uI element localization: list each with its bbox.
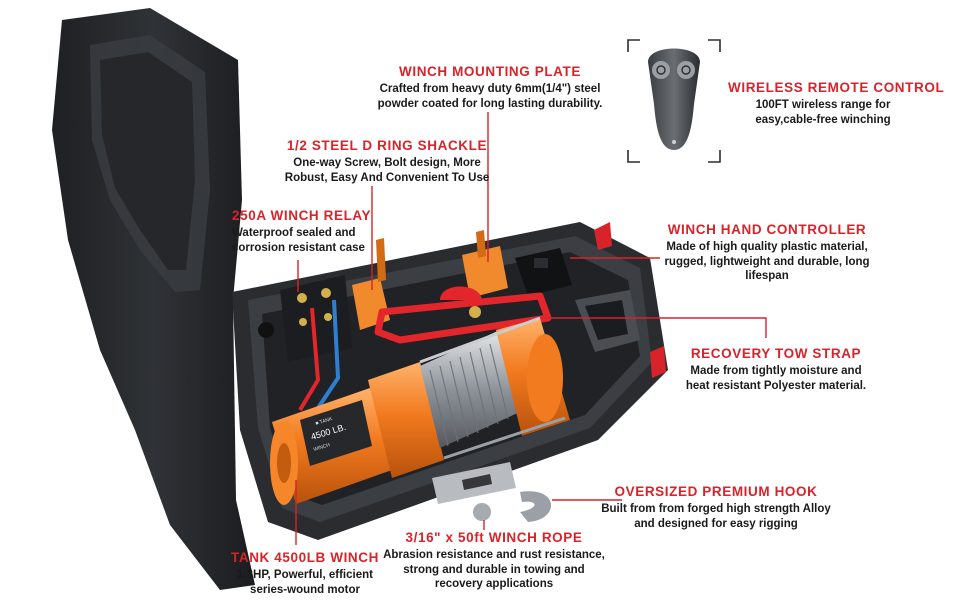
hand-controller-desc-3: lifespan	[745, 270, 789, 282]
rope-desc-3: recovery applications	[434, 578, 554, 590]
d-ring-shackle	[440, 286, 482, 318]
winch-word: WINCH	[313, 442, 331, 453]
leader-lines	[295, 112, 767, 545]
winch-brand-mark: ■ TANK	[315, 416, 334, 427]
remote-desc-1: 100FT wireless range for	[755, 99, 891, 111]
callout-hook: OVERSIZED PREMIUM HOOK Built from from f…	[596, 484, 836, 531]
shackle-desc-2: Robust, Easy And Convenient To Use	[284, 171, 490, 184]
hook-desc-2: and designed for easy rigging	[634, 517, 798, 530]
winch-relay	[258, 275, 352, 362]
hook-title: OVERSIZED PREMIUM HOOK	[614, 484, 818, 499]
rope-title: 3/16" x 50ft WINCH ROPE	[405, 530, 583, 545]
callout-winch: TANK 4500LB WINCH 1.3HP, Powerful, effic…	[226, 550, 384, 597]
remote-title: WIRELESS REMOTE CONTROL	[728, 80, 945, 95]
shackle-desc-1: One-way Screw, Bolt design, More	[293, 157, 481, 169]
callout-rope: 3/16" x 50ft WINCH ROPE Abrasion resista…	[378, 530, 610, 592]
relay-desc-1: Waterproof sealed and	[232, 227, 356, 239]
rope-desc-2: strong and durable in towing and	[403, 563, 585, 576]
shackle-title: 1/2 STEEL D RING SHACKLE	[286, 138, 488, 153]
hand-controller-title: WINCH HAND CONTROLLER	[667, 222, 867, 237]
callout-shackle: 1/2 STEEL D RING SHACKLE One-way Screw, …	[272, 138, 502, 185]
tow-strap-desc-2: heat resistant Polyester material.	[685, 379, 867, 392]
tow-strap	[374, 292, 552, 344]
callout-remote: WIRELESS REMOTE CONTROL 100FT wireless r…	[728, 80, 945, 127]
remote-desc-2: easy,cable-free winching	[755, 113, 891, 126]
remote-out-icon	[681, 65, 691, 75]
hand-controller-desc-2: rugged, lightweight and durable, long	[664, 255, 870, 268]
mounting-plate-desc-2: powder coated for long lasting durabilit…	[377, 97, 603, 110]
callout-relay: 250A WINCH RELAY Waterproof sealed and c…	[232, 208, 402, 255]
mounting-plate-desc-1: Crafted from heavy duty 6mm(1/4") steel	[379, 83, 601, 95]
winch-desc-2: series-wound motor	[250, 583, 360, 596]
tow-strap-desc-1: Made from tightly moisture and	[690, 365, 862, 377]
remote-control-graphic	[627, 39, 721, 163]
relay-desc-2: corrosion resistant case	[232, 241, 365, 254]
callout-mounting-plate: WINCH MOUNTING PLATE Crafted from heavy …	[360, 64, 620, 111]
winch-desc-1: 1.3HP, Powerful, efficient	[237, 569, 373, 581]
rope-desc-1: Abrasion resistance and rust resistance,	[383, 549, 605, 561]
hand-controller-desc-1: Made of high quality plastic material,	[666, 241, 868, 253]
mounting-plate-title: WINCH MOUNTING PLATE	[399, 64, 581, 79]
callout-tow-strap: RECOVERY TOW STRAP Made from tightly moi…	[676, 346, 876, 393]
winch-title: TANK 4500LB WINCH	[231, 550, 379, 565]
winch: ■ TANK 4500 LB. WINCH	[270, 316, 570, 522]
callout-hand-controller: WINCH HAND CONTROLLER Made of high quali…	[662, 222, 872, 284]
case-lid	[52, 8, 255, 590]
relay-title: 250A WINCH RELAY	[232, 208, 372, 223]
tow-strap-title: RECOVERY TOW STRAP	[690, 346, 862, 361]
remote-in-icon	[656, 65, 666, 75]
hook-desc-1: Built from from forged high strength All…	[601, 503, 831, 515]
